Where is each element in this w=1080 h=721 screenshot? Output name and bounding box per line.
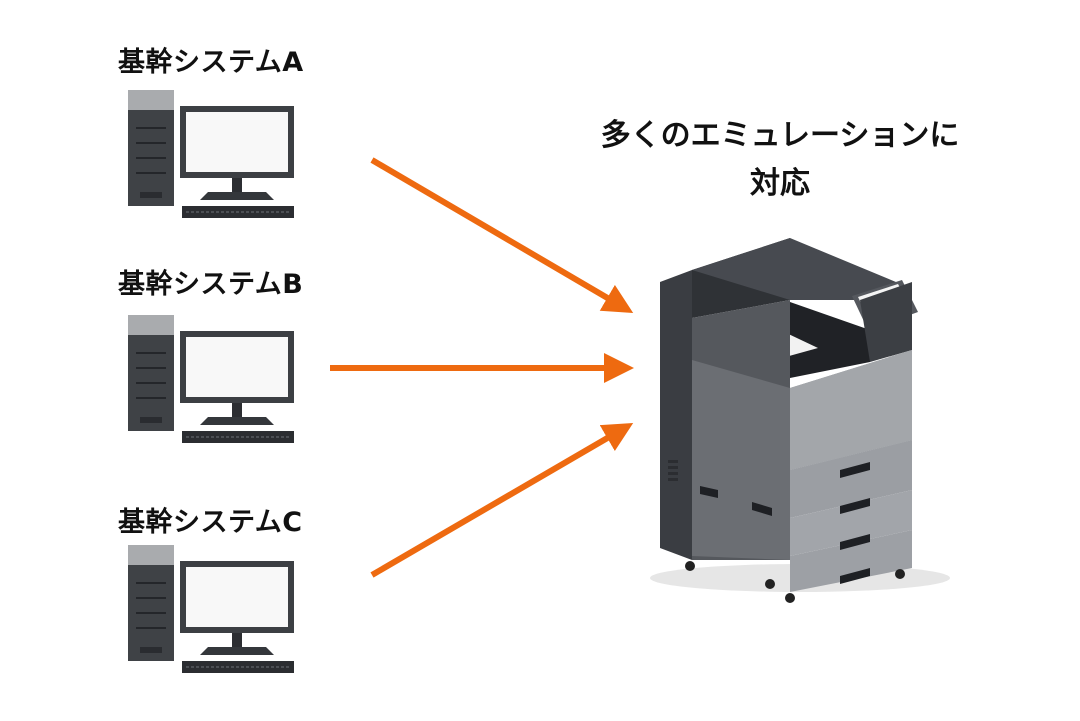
emulation-caption: 多くのエミュレーションに 対応 bbox=[560, 112, 1000, 208]
system-b-label: 基幹システムB bbox=[118, 269, 304, 300]
arrow-a bbox=[370, 157, 634, 314]
desktop-computer-icon bbox=[128, 90, 294, 218]
multifunction-printer-icon bbox=[650, 238, 950, 603]
caption-line-1: 多くのエミュレーションに bbox=[600, 118, 960, 153]
system-a-label: 基幹システムA bbox=[118, 47, 304, 78]
system-c-label: 基幹システムC bbox=[118, 507, 303, 538]
desktop-computer-icon bbox=[128, 315, 294, 443]
arrow-c bbox=[370, 422, 634, 578]
caption-line-2: 対応 bbox=[750, 166, 810, 201]
desktop-computer-icon bbox=[128, 545, 294, 673]
